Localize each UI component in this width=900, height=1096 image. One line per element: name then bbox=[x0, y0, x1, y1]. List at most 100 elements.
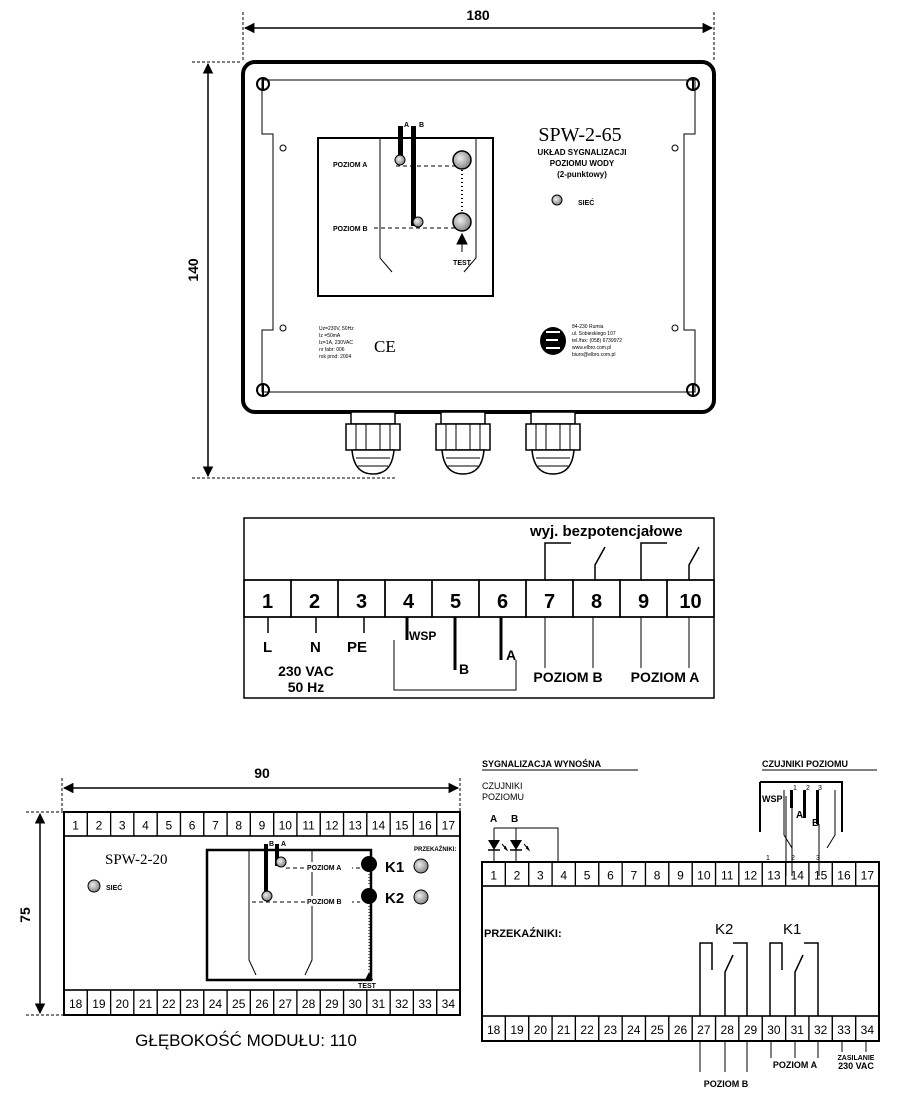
svg-text:biuro@elbro.com.pl: biuro@elbro.com.pl bbox=[572, 352, 615, 358]
terminal-number: 11 bbox=[721, 868, 734, 882]
svg-text:UKŁAD SYGNALIZACJI: UKŁAD SYGNALIZACJI bbox=[538, 148, 627, 157]
svg-text:A: A bbox=[404, 122, 409, 129]
svg-text:(2-punktowy): (2-punktowy) bbox=[557, 170, 607, 179]
led-level-b-icon bbox=[452, 212, 472, 232]
svg-text:84-230 Rumia: 84-230 Rumia bbox=[572, 324, 604, 330]
relay-header: wyj. bezpotencjałowe bbox=[529, 523, 683, 540]
svg-text:1: 1 bbox=[793, 785, 797, 792]
cable-gland-icon bbox=[435, 411, 491, 475]
svg-text:nr fabr: 006: nr fabr: 006 bbox=[319, 347, 345, 353]
screw-icon bbox=[686, 383, 700, 397]
terminal-number: 10 bbox=[697, 868, 711, 882]
terminal-number: 2 bbox=[514, 868, 521, 882]
enclosure-body bbox=[241, 60, 716, 414]
terminal-number: 3 bbox=[537, 868, 544, 882]
svg-text:L: L bbox=[263, 639, 272, 656]
enclosure-drawing: 180 140 A B POZIOM A POZIOM B bbox=[185, 7, 716, 479]
terminal-number: 15 bbox=[395, 818, 409, 832]
wiring-poziom-b: POZIOM B bbox=[704, 1079, 749, 1089]
svg-text:Uz=230V, 50Hz: Uz=230V, 50Hz bbox=[319, 326, 354, 332]
terminal-number: 28 bbox=[302, 997, 316, 1011]
power-led-icon bbox=[551, 194, 563, 206]
height-dimension: 140 bbox=[185, 258, 201, 282]
cable-gland-icon bbox=[345, 411, 401, 475]
svg-text:PE: PE bbox=[347, 639, 367, 656]
remote-signal-title: SYGNALIZACJA WYNOŚNA bbox=[482, 758, 602, 769]
test-arrow-icon bbox=[456, 232, 468, 252]
supply-230vac: ZASILANIE bbox=[838, 1055, 875, 1062]
terminal-number: 5 bbox=[450, 591, 461, 613]
width-dimension: 180 bbox=[466, 7, 490, 23]
terminal-number: 7 bbox=[544, 591, 555, 613]
level-a-label: POZIOM A bbox=[333, 162, 367, 169]
svg-text:B: B bbox=[511, 814, 518, 825]
terminal-number: 13 bbox=[348, 818, 362, 832]
svg-text:TEST: TEST bbox=[358, 983, 377, 990]
svg-text:Iz=1A, 230VAC: Iz=1A, 230VAC bbox=[319, 340, 353, 346]
svg-text:A: A bbox=[796, 810, 803, 821]
svg-text:1: 1 bbox=[766, 855, 770, 862]
svg-text:www.elbro.com.pl: www.elbro.com.pl bbox=[572, 345, 611, 351]
terminal-number: 10 bbox=[279, 818, 293, 832]
svg-text:B: B bbox=[269, 841, 274, 848]
svg-text:SIEĆ: SIEĆ bbox=[578, 198, 594, 207]
terminal-number: 3 bbox=[356, 591, 367, 613]
supply-label: 230 VAC bbox=[278, 663, 334, 679]
svg-text:Iz =50mA: Iz =50mA bbox=[319, 333, 341, 339]
terminal-number: 21 bbox=[139, 997, 153, 1011]
terminal-number: 1 bbox=[490, 868, 497, 882]
terminal-number: 9 bbox=[677, 868, 684, 882]
relay-k1-led-icon bbox=[413, 858, 429, 874]
terminal-number: 16 bbox=[418, 818, 432, 832]
sensors-title: CZUJNIKI POZIOMU bbox=[762, 759, 848, 769]
led-diode-icon bbox=[510, 828, 531, 862]
screw-icon bbox=[256, 77, 270, 91]
terminal-number: 34 bbox=[442, 997, 456, 1011]
svg-text:3: 3 bbox=[818, 785, 822, 792]
terminal-number: 27 bbox=[279, 997, 293, 1011]
poziom-a-label: POZIOM A bbox=[631, 669, 700, 685]
wiring-poziom-a: POZIOM A bbox=[773, 1060, 818, 1070]
relay-k2-label: K2 bbox=[715, 921, 733, 938]
module-width-dimension: 90 bbox=[254, 765, 270, 781]
terminal-number: 32 bbox=[395, 997, 409, 1011]
level-panel bbox=[317, 137, 494, 297]
terminal-number: 18 bbox=[69, 997, 83, 1011]
svg-text:POZIOMU: POZIOMU bbox=[482, 792, 524, 802]
terminal-number: 10 bbox=[679, 591, 701, 613]
terminal-number: 32 bbox=[814, 1023, 828, 1037]
svg-text:A: A bbox=[506, 647, 516, 663]
module-power-led-icon bbox=[87, 879, 101, 893]
level-b-label: POZIOM B bbox=[333, 226, 368, 233]
terminal-number: 23 bbox=[185, 997, 199, 1011]
company-logo-icon bbox=[540, 327, 566, 355]
terminal-number: 7 bbox=[212, 818, 219, 832]
terminal-number: 1 bbox=[72, 818, 79, 832]
terminal-number: 21 bbox=[557, 1023, 571, 1037]
poziom-b-label: POZIOM B bbox=[533, 669, 602, 685]
terminal-number: 20 bbox=[534, 1023, 548, 1037]
svg-text:WSP: WSP bbox=[409, 629, 436, 643]
terminal-number: 7 bbox=[630, 868, 637, 882]
terminal-number: 31 bbox=[372, 997, 386, 1011]
terminal-number: 31 bbox=[791, 1023, 805, 1037]
cable-gland-icon bbox=[525, 411, 581, 475]
svg-text:50 Hz: 50 Hz bbox=[288, 679, 325, 695]
terminal-number: 28 bbox=[721, 1023, 735, 1037]
module-depth-note: GŁĘBOKOŚĆ MODUŁU: 110 bbox=[135, 1031, 357, 1050]
terminal-number: 1 bbox=[262, 591, 273, 613]
terminal-number: 18 bbox=[487, 1023, 501, 1037]
terminal-number: 30 bbox=[767, 1023, 781, 1037]
screw-icon bbox=[256, 383, 270, 397]
terminal-number: 33 bbox=[837, 1023, 851, 1037]
terminal-number: 22 bbox=[580, 1023, 594, 1037]
svg-text:3: 3 bbox=[816, 855, 820, 862]
terminal-number: 15 bbox=[814, 868, 828, 882]
terminal-number: 34 bbox=[861, 1023, 875, 1037]
ce-mark: CE bbox=[374, 337, 396, 356]
svg-text:WSP: WSP bbox=[762, 794, 783, 804]
svg-text:B: B bbox=[812, 818, 819, 829]
svg-text:POZIOM B: POZIOM B bbox=[307, 899, 342, 906]
module-led-a-icon bbox=[361, 856, 377, 872]
